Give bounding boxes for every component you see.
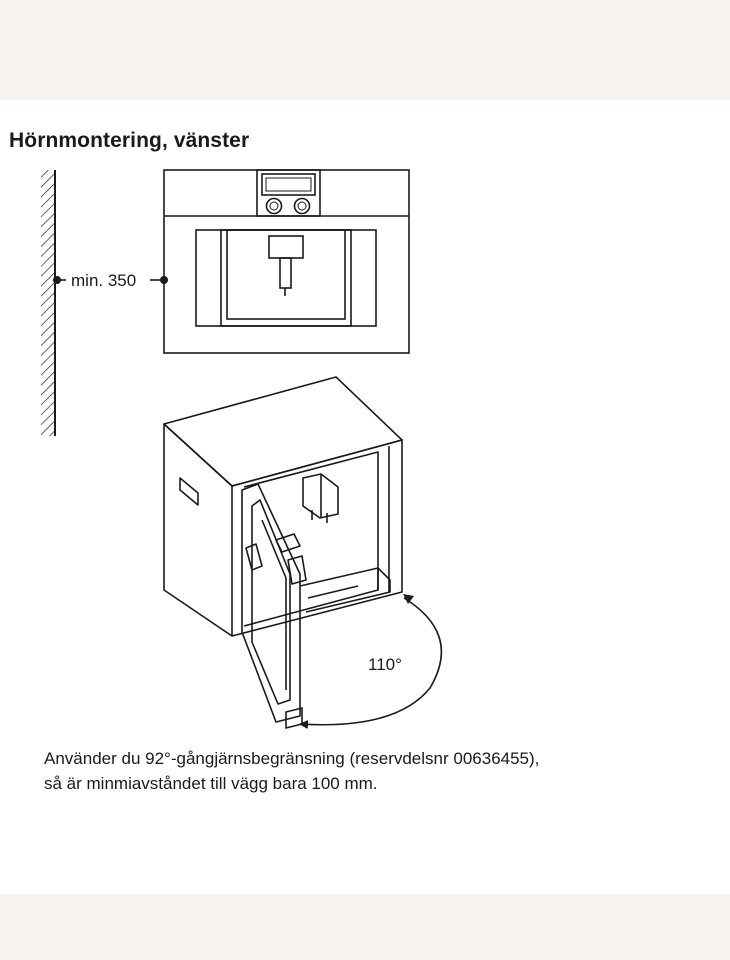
- page-title: Hörnmontering, vänster: [9, 129, 250, 152]
- bottom-margin-band: [0, 894, 730, 960]
- dimension-min-350: [53, 276, 168, 284]
- wall-hatched: [41, 170, 56, 436]
- caption-line-1: Använder du 92°-gångjärnsbegränsning (re…: [44, 749, 540, 768]
- appliance-isometric-view: [163, 376, 403, 729]
- caption-line-2: så är minmiavståndet till vägg bara 100 …: [44, 774, 378, 793]
- door-swing-arrow-start: [403, 594, 414, 604]
- page-body: [0, 100, 730, 894]
- top-margin-band: [0, 0, 730, 100]
- dimension-label: min. 350: [71, 271, 136, 290]
- angle-label: 110°: [368, 655, 402, 674]
- caption-note: Använder du 92°-gångjärnsbegränsning (re…: [44, 746, 704, 796]
- appliance-front-view: [163, 169, 410, 354]
- door-swing-arc: [299, 597, 443, 729]
